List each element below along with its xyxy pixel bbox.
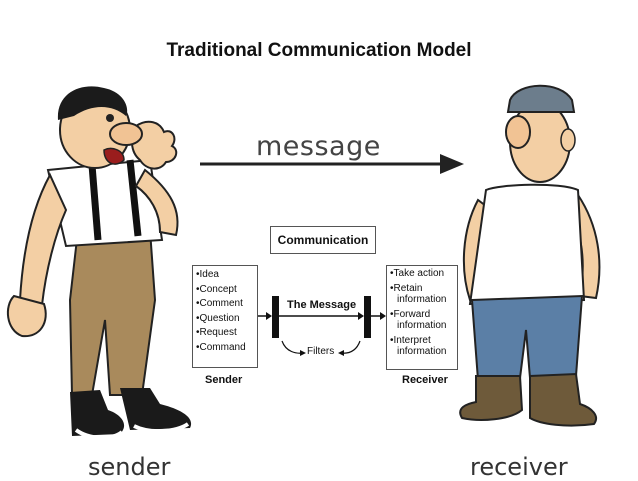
receiver-caption: receiver bbox=[470, 453, 568, 481]
sender-items-box: Idea Concept Comment Question Request Co… bbox=[192, 265, 258, 368]
the-message-label: The Message bbox=[287, 299, 357, 311]
sender-item: Idea bbox=[196, 268, 254, 283]
message-arrow bbox=[200, 154, 464, 174]
sender-item: Request bbox=[196, 326, 254, 341]
filters-label: Filters bbox=[307, 346, 335, 357]
diagram-title: Traditional Communication Model bbox=[166, 40, 472, 61]
sender-item: Question bbox=[196, 312, 254, 327]
sender-label: Sender bbox=[205, 374, 243, 386]
receiver-items-box: Take action Retain information Forward i… bbox=[386, 265, 458, 370]
receiver-item: Take action bbox=[390, 268, 454, 279]
sender-item: Concept bbox=[196, 283, 254, 298]
sender-items-list: Idea Concept Comment Question Request Co… bbox=[196, 268, 254, 355]
sender-caption: sender bbox=[88, 453, 171, 481]
receiver-items-list: Take action Retain information Forward i… bbox=[390, 268, 454, 357]
sender-item: Command bbox=[196, 341, 254, 356]
message-label: message bbox=[256, 131, 381, 162]
receiver-item: Retain information bbox=[390, 283, 454, 305]
receiver-figure bbox=[459, 84, 601, 427]
receiver-item: Interpret information bbox=[390, 335, 454, 357]
diagram-connectors bbox=[258, 296, 386, 356]
communication-box: Communication bbox=[270, 226, 376, 254]
sender-figure bbox=[6, 86, 192, 440]
receiver-item: Forward information bbox=[390, 309, 454, 331]
receiver-label: Receiver bbox=[402, 374, 448, 386]
sender-item: Comment bbox=[196, 297, 254, 312]
